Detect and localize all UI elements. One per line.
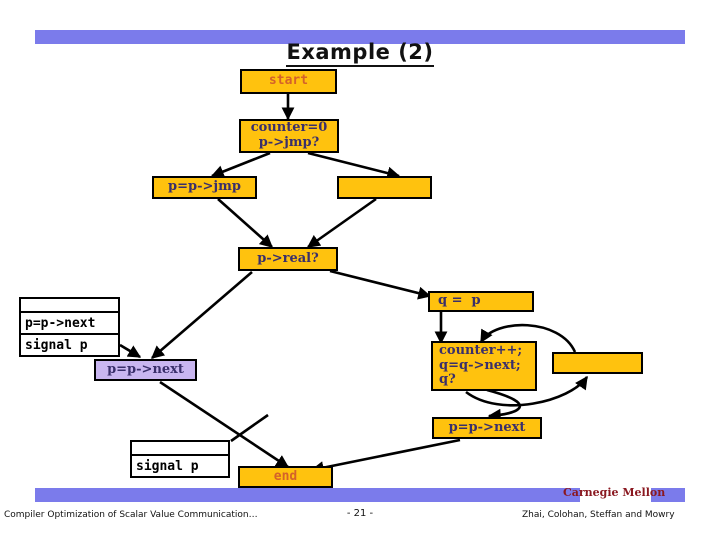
page-title-text: Example (2) — [286, 40, 434, 67]
white-box-bottom-stack[interactable]: signal p — [130, 440, 230, 478]
node-empty-mid-right[interactable] — [552, 352, 643, 374]
white-box-cap-bottom — [132, 442, 228, 456]
footer-page-number: - 21 - — [346, 508, 374, 519]
node-empty-top-right[interactable] — [337, 176, 432, 199]
bottom-accent-bar-corner — [651, 488, 685, 502]
page-title: Example (2) — [0, 40, 720, 67]
node-p-real[interactable]: p->real? — [238, 247, 338, 271]
bottom-accent-bar — [35, 488, 580, 502]
white-box-row-0[interactable]: p=p->next — [25, 315, 96, 331]
node-counter-init[interactable]: counter=0 p->jmp? — [239, 119, 339, 153]
white-box-left-stack[interactable]: p=p->next signal p — [19, 297, 120, 357]
footer-left-text: Compiler Optimization of Scalar Value Co… — [4, 510, 258, 520]
institution-label: Carnegie Mellon — [563, 486, 666, 499]
node-p-jmp[interactable]: p=p->jmp — [152, 176, 257, 199]
node-start[interactable]: start — [240, 69, 337, 94]
footer-authors: Zhai, Colohan, Steffan and Mowry — [522, 510, 675, 520]
node-q-assign[interactable]: q = p — [428, 291, 534, 312]
white-box-cap — [21, 299, 118, 313]
node-counter-increment[interactable]: counter++; q=q->next; q? — [431, 341, 537, 391]
node-end[interactable]: end — [238, 466, 333, 488]
node-p-next-lavender[interactable]: p=p->next — [94, 359, 197, 381]
top-accent-bar — [35, 30, 685, 44]
node-p-next-bottom[interactable]: p=p->next — [432, 417, 542, 439]
white-box-row-1[interactable]: signal p — [21, 333, 118, 355]
white-box-bottom-row-0[interactable]: signal p — [136, 458, 199, 474]
